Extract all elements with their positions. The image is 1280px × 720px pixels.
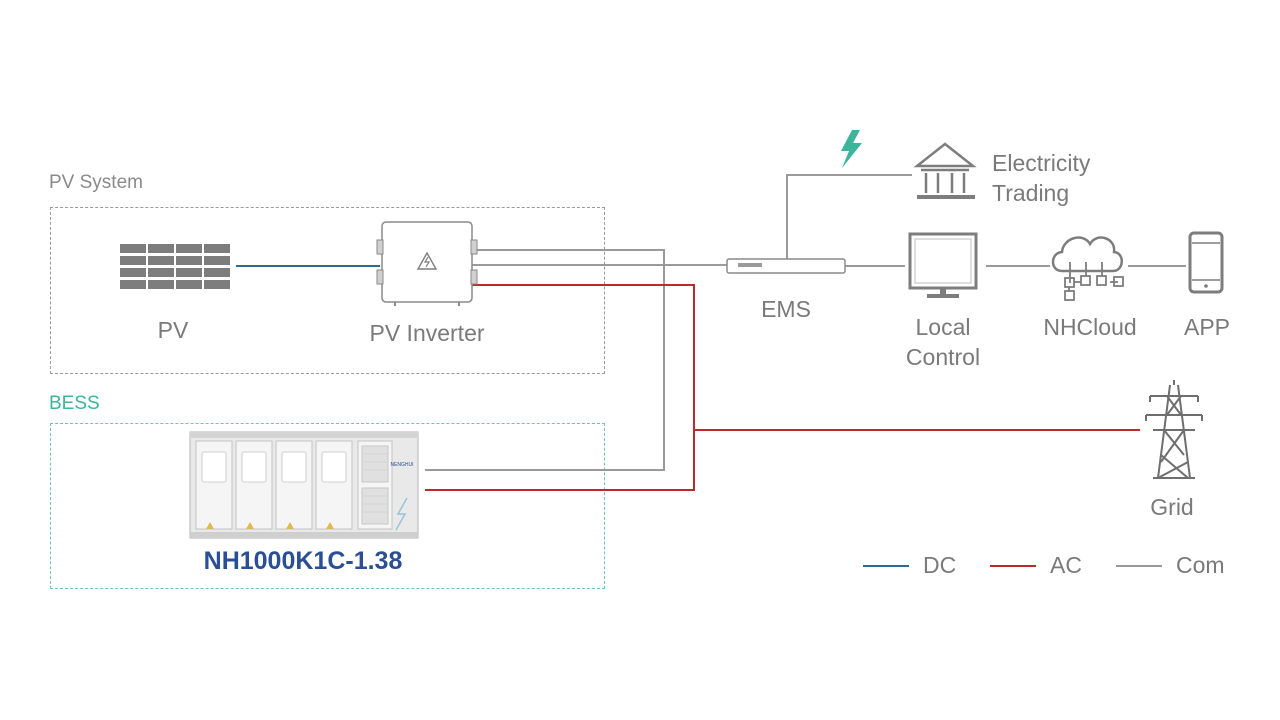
grid-label: Grid bbox=[1150, 494, 1194, 520]
legend-dc-label: DC bbox=[923, 552, 957, 578]
cloud-icon bbox=[1051, 236, 1124, 301]
power-tower-icon bbox=[1145, 380, 1203, 479]
monitor-icon bbox=[908, 232, 978, 298]
nhcloud-label: NHCloud bbox=[1043, 314, 1137, 340]
phone-icon bbox=[1188, 231, 1224, 294]
com-line-inverter-bess bbox=[425, 249, 665, 471]
pv-inverter-label: PV Inverter bbox=[369, 320, 485, 346]
pv-inverter-icon bbox=[376, 221, 478, 306]
solar-panel-icon bbox=[120, 244, 230, 289]
pv-label: PV bbox=[157, 317, 189, 343]
bess-brand-logo: NENGHUI bbox=[390, 462, 413, 468]
legend-ac-label: AC bbox=[1050, 552, 1082, 578]
connections bbox=[236, 174, 1186, 491]
legend-ac-swatch bbox=[990, 564, 1036, 567]
legend-dc: DC bbox=[863, 552, 956, 579]
bess-group bbox=[50, 423, 605, 589]
local-control-label: Local Control bbox=[906, 312, 980, 372]
local-control-line2: Control bbox=[905, 344, 981, 370]
pv-system-group bbox=[50, 207, 605, 374]
bank-icon bbox=[913, 142, 977, 199]
bess-container-illustration: NENGHUI bbox=[189, 431, 419, 539]
electricity-trading-line2: Trading bbox=[992, 180, 1070, 206]
electricity-trading-label: Electricity Trading bbox=[992, 148, 1090, 208]
lightning-icon bbox=[841, 130, 862, 168]
legend-com-label: Com bbox=[1176, 552, 1225, 578]
ems-label: EMS bbox=[761, 296, 811, 322]
local-control-line1: Local bbox=[915, 314, 971, 340]
legend-dc-swatch bbox=[863, 564, 909, 567]
com-line-ems-trading bbox=[786, 174, 912, 259]
legend-com: Com bbox=[1116, 552, 1225, 579]
legend-com-swatch bbox=[1116, 564, 1162, 567]
ac-line-inverter bbox=[425, 284, 695, 491]
bess-product-name: NH1000K1C-1.38 bbox=[203, 547, 403, 575]
pv-system-title: PV System bbox=[49, 172, 143, 193]
app-label: APP bbox=[1183, 314, 1231, 340]
bess-title: BESS bbox=[49, 393, 100, 414]
legend-ac: AC bbox=[990, 552, 1082, 579]
ems-device-icon bbox=[726, 258, 846, 274]
electricity-trading-line1: Electricity bbox=[992, 150, 1091, 176]
